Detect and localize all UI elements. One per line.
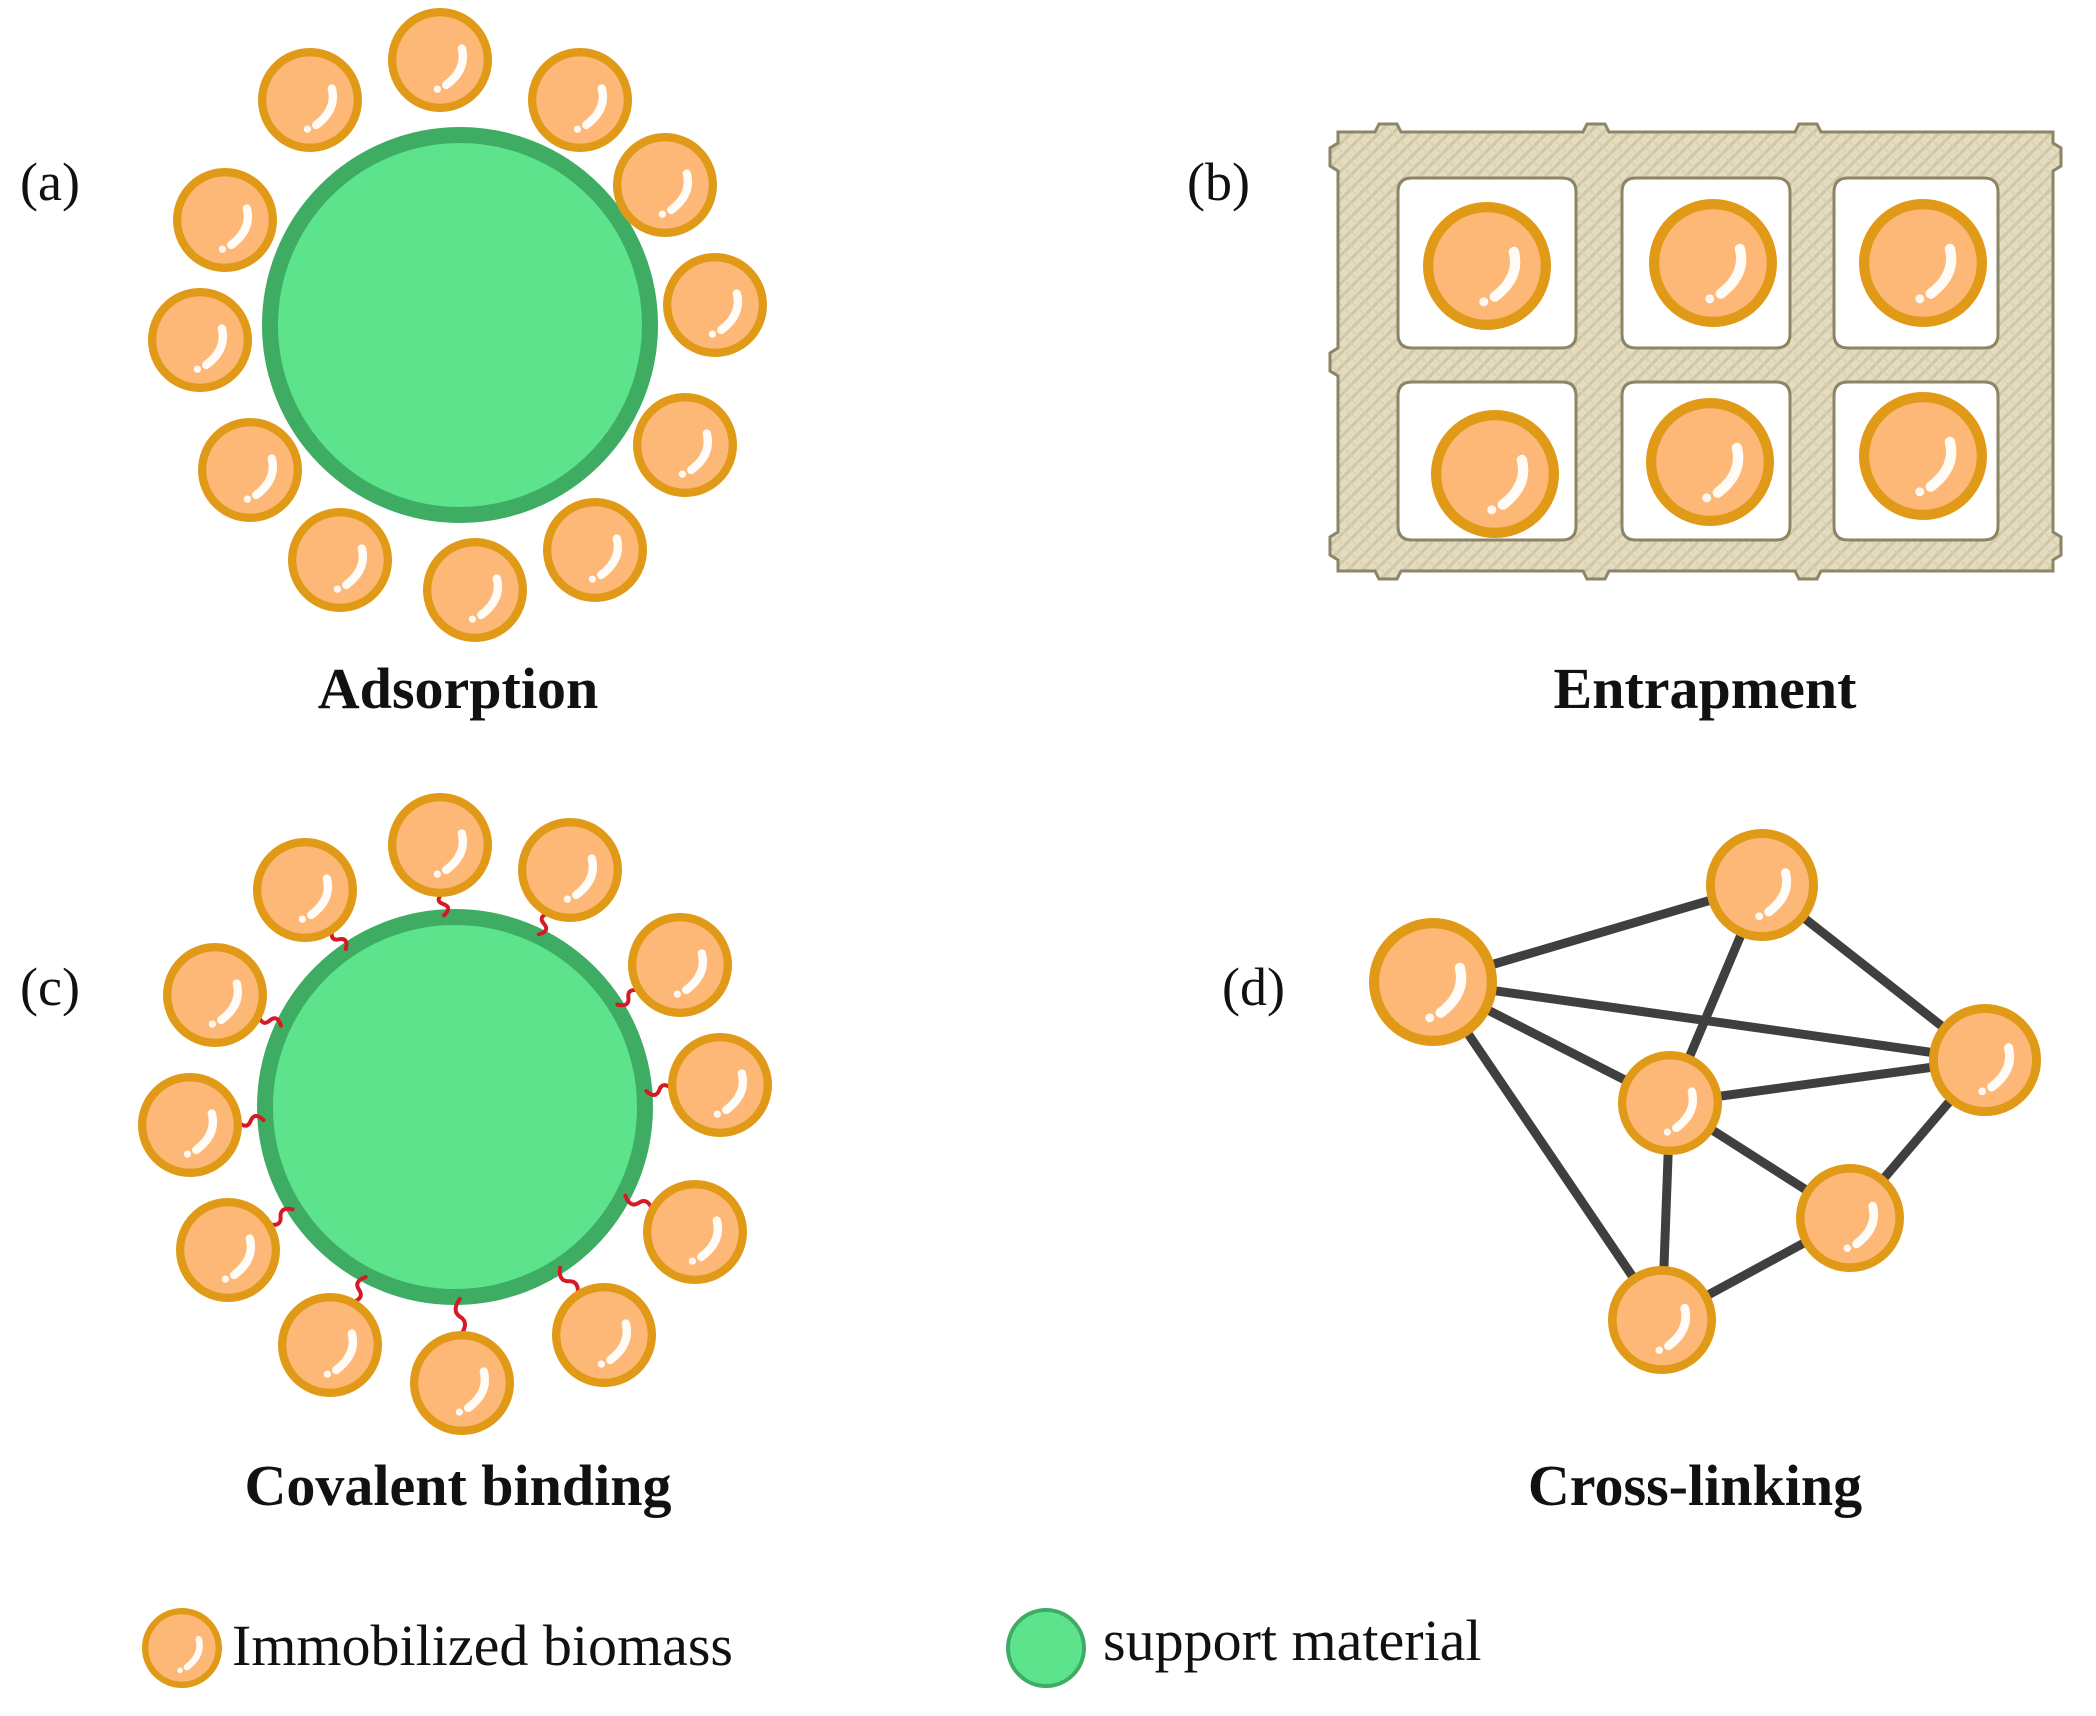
biomass-cell-icon [627,912,732,1017]
covalent-linker-icon [266,1206,295,1227]
covalent-linker-icon [644,1083,675,1097]
support-material-icon [262,127,658,523]
panel-letter-d: (d) [1222,957,1285,1017]
covalent-linker-icon [453,1296,468,1338]
biomass-cell-icon [667,1033,772,1138]
biomass-cell-icon [388,7,493,113]
biomass-cell-icon [1648,198,1777,327]
caption-cross-linking: Cross-linking [1528,1453,1862,1518]
biomass-cell-icon [253,837,358,942]
biomass-cell-icon [148,288,253,393]
biomass-cell-icon [388,792,493,897]
biomass-cell-icon [173,168,278,273]
biomass-cell-icon [1795,1163,1904,1272]
covalent-linker-icon [256,1013,284,1028]
biomass-cell-icon [258,47,363,153]
biomass-cell-icon [1705,828,1818,941]
panel-letter-c: (c) [20,957,80,1017]
biomass-cell-icon [1928,1003,2041,1116]
biomass-cell-icon [542,498,647,603]
biomass-cell-icon [632,393,737,498]
biomass-cells-entrapment [1422,198,1987,538]
legend: Immobilized biomass support material [141,1607,1482,1688]
biomass-cell-icon [163,942,268,1047]
biomass-cell-icon [1430,409,1559,538]
covalent-linker-icon [557,1265,580,1297]
biomass-cell-icon [1422,201,1551,330]
biomass-cell-icon [423,537,528,642]
biomass-cell-icon [1858,198,1987,327]
biomass-cell-icon [1607,1265,1716,1374]
biomass-cell-icon [138,1073,243,1178]
biomass-cell-icon [1858,391,1987,520]
biomass-cell-icon [176,1198,281,1303]
biomass-cell-icon [517,817,622,922]
biomass-cell-icon [662,253,767,358]
biomass-cell-icon [278,1293,383,1398]
biomass-cell-icon [1645,397,1774,526]
biomass-cell-icon [288,507,393,612]
covalent-linker-icon [536,911,552,937]
legend-biomass-icon [141,1607,222,1688]
panel-b-entrapment [1328,122,2063,581]
biomass-cell-icon [198,418,303,523]
biomass-cells-covalent [138,792,772,1436]
biomass-cell-icon [551,1283,656,1388]
covalent-linker-icon [436,890,451,918]
covalent-linkers [235,890,675,1338]
biomass-cell-icon [642,1180,747,1285]
panel-a-adsorption [148,7,767,642]
covalent-linker-icon [350,1274,368,1305]
biomass-cell-icon [1618,1051,1723,1156]
biomass-cell-icon [612,133,717,238]
legend-support-icon [1006,1608,1086,1688]
legend-biomass-label: Immobilized biomass [232,1613,733,1678]
biomass-cell-icon [1368,917,1497,1046]
covalent-linker-icon [329,927,349,952]
caption-entrapment: Entrapment [1554,656,1858,721]
support-material-icon [257,909,653,1305]
panel-letter-b: (b) [1187,152,1250,212]
biomass-cell-icon [527,47,632,153]
biomass-cell-icon [141,1607,222,1688]
caption-adsorption: Adsorption [318,656,598,721]
gel-matrix-icon [1328,122,2063,581]
biomass-cell-icon [410,1331,515,1436]
panel-d-cross-linking [1368,828,2041,1374]
biomass-cells-crosslinked [1368,828,2041,1374]
covalent-linker-icon [615,987,642,1008]
caption-covalent-binding: Covalent binding [244,1453,671,1518]
legend-support-label: support material [1103,1608,1482,1673]
covalent-linker-icon [235,1114,266,1128]
biomass-cells-adsorption [148,7,767,642]
crosslink-bond-icon [1428,977,1667,1325]
covalent-linker-icon [623,1193,655,1212]
panel-letter-a: (a) [20,152,80,212]
panel-c-covalent-binding [138,792,772,1436]
